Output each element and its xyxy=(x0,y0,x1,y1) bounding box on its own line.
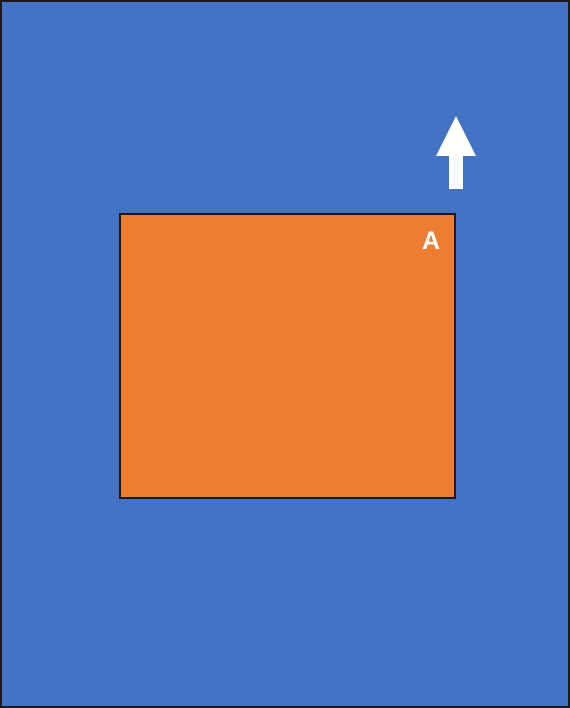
arrow-up-icon xyxy=(436,116,476,189)
rectangle-a: A xyxy=(119,213,456,499)
rectangle-label: A xyxy=(421,227,440,255)
